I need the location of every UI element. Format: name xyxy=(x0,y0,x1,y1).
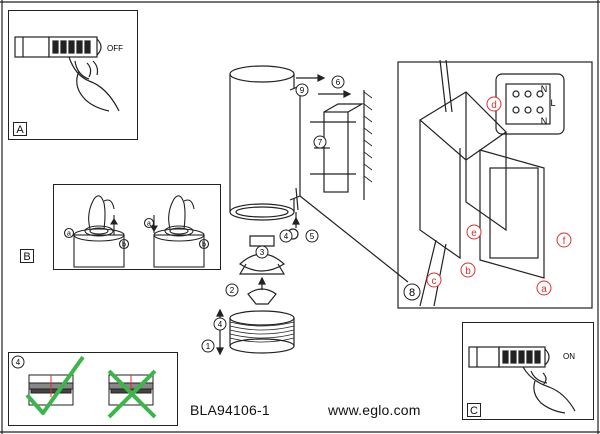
callout-b: b xyxy=(465,266,471,277)
callout-b-b2: b xyxy=(202,242,206,249)
callout-b-a2: a xyxy=(147,221,151,228)
step-7: 7 xyxy=(318,138,323,147)
step-3: 3 xyxy=(260,248,265,257)
step-4-screw: 4 xyxy=(284,232,289,241)
step-4: 4 xyxy=(218,320,223,329)
terminal-l: L xyxy=(550,98,555,108)
switch-off-illustration: OFF xyxy=(14,36,123,112)
step-9: 9 xyxy=(300,86,305,95)
callout-f: f xyxy=(563,236,566,247)
panel-b: a b a b B xyxy=(20,184,221,270)
panel-c: ON C xyxy=(462,322,594,420)
off-text: OFF xyxy=(107,44,123,53)
callout-c: c xyxy=(432,276,437,287)
panel-c-tag: C xyxy=(467,403,481,417)
check-icon xyxy=(25,355,85,415)
step4-badge: 4 xyxy=(16,358,21,367)
callout-b-a1: a xyxy=(67,231,71,238)
panel-step4: 4 xyxy=(8,352,178,426)
panel-a: OFF A xyxy=(8,10,138,140)
step-6: 6 xyxy=(336,78,341,87)
callout-e: e xyxy=(471,228,477,239)
step-5: 5 xyxy=(310,232,315,241)
terminal-n-bottom: N xyxy=(541,116,548,126)
step-2: 2 xyxy=(230,286,235,295)
callout-b-b1: b xyxy=(122,242,126,249)
cross-icon xyxy=(107,369,157,419)
switch-on-illustration: ON xyxy=(468,346,576,414)
step-8: 8 xyxy=(409,287,415,299)
callout-d: d xyxy=(491,100,497,111)
on-text: ON xyxy=(563,352,575,361)
panel-b-tag: B xyxy=(20,249,34,263)
callout-a: a xyxy=(541,284,547,295)
product-code: BLA94106-1 xyxy=(190,402,270,418)
bulb-insert-illustration: a b a b xyxy=(63,195,210,268)
terminal-n-top: N xyxy=(541,84,548,94)
seal-check-illustration: 4 xyxy=(11,355,157,419)
panel-a-tag: A xyxy=(13,122,27,136)
step-1: 1 xyxy=(206,342,211,351)
website-url[interactable]: www.eglo.com xyxy=(328,402,421,418)
